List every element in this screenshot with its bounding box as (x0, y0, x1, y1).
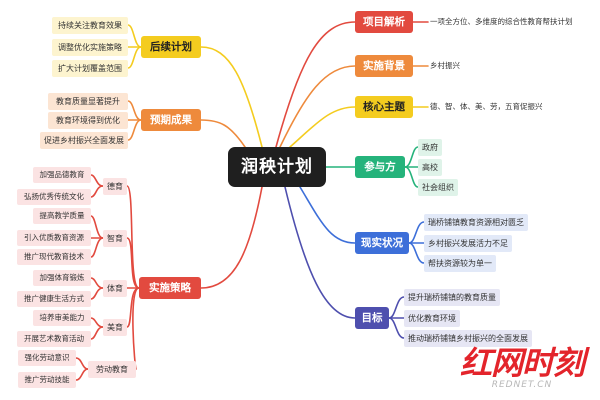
link-project (275, 21, 356, 148)
node-goals[interactable]: 目标 (355, 307, 389, 329)
logo-text: 红网时刻 (459, 344, 585, 382)
followup-item[interactable]: 调整优化实施策略 (52, 39, 128, 56)
strategy-item[interactable]: 加强品德教育 (33, 167, 91, 183)
strategy-item[interactable]: 推广健康生活方式 (17, 291, 91, 307)
node-status[interactable]: 现实状况 (355, 232, 409, 254)
strategy-item[interactable]: 提高教学质量 (33, 208, 91, 224)
participant-item[interactable]: 政府 (418, 139, 442, 156)
strategy-category[interactable]: 美育 (103, 319, 127, 336)
strategy-item[interactable]: 强化劳动意识 (18, 350, 76, 366)
link-background (279, 65, 356, 148)
note-background: 乡村振兴 (430, 61, 460, 71)
link-results (200, 119, 246, 148)
strategy-category[interactable]: 劳动教育 (88, 361, 136, 378)
results-item[interactable]: 教育质量显著提升 (48, 93, 128, 110)
strategy-category[interactable]: 体育 (103, 280, 127, 297)
strategy-item[interactable]: 弘扬优秀传统文化 (17, 189, 91, 205)
results-item[interactable]: 促进乡村振兴全面发展 (40, 132, 128, 149)
participant-item[interactable]: 社会组织 (418, 179, 458, 196)
followup-item[interactable]: 扩大计划覆盖范围 (52, 60, 128, 77)
node-participants[interactable]: 参与方 (355, 156, 405, 178)
results-item[interactable]: 教育环境得到优化 (48, 112, 128, 129)
node-theme[interactable]: 核心主题 (355, 96, 413, 118)
participant-item[interactable]: 高校 (418, 159, 442, 176)
status-item[interactable]: 帮扶资源较为单一 (424, 255, 496, 272)
node-results[interactable]: 预期成果 (141, 109, 201, 131)
strategy-item[interactable]: 开展艺术教育活动 (17, 331, 91, 347)
link-strategy (200, 186, 263, 289)
node-strategy[interactable]: 实施策略 (139, 277, 201, 299)
strategy-item[interactable]: 引入优质教育资源 (17, 230, 91, 246)
link-theme (289, 106, 356, 148)
strategy-item[interactable]: 推广现代教育技术 (17, 249, 91, 265)
link-goals (284, 186, 356, 319)
goal-item[interactable]: 优化教育环境 (404, 310, 460, 327)
strategy-item[interactable]: 培养审美能力 (33, 310, 91, 326)
rednet-logo: 红网时刻 REDNET.CN (452, 338, 592, 396)
goal-item[interactable]: 提升瑞桥铺镇的教育质量 (404, 289, 500, 306)
node-project[interactable]: 项目解析 (355, 11, 413, 33)
strategy-item[interactable]: 加强体育锻炼 (33, 270, 91, 286)
logo-subtext: REDNET.CN (491, 380, 553, 390)
goal-item[interactable]: 推动瑞桥铺镇乡村振兴的全面发展 (404, 330, 532, 347)
note-theme: 德、智、体、美、劳，五育促振兴 (430, 102, 543, 112)
strategy-category[interactable]: 智育 (103, 230, 127, 247)
node-followup[interactable]: 后续计划 (141, 36, 201, 58)
strategy-item[interactable]: 推广劳动技能 (18, 372, 76, 388)
link-followup (200, 46, 263, 148)
node-background[interactable]: 实施背景 (355, 55, 413, 77)
followup-item[interactable]: 持续关注教育效果 (52, 17, 128, 34)
status-item[interactable]: 瑞桥铺镇教育资源相对匮乏 (424, 214, 528, 231)
status-item[interactable]: 乡村振兴发展活力不足 (424, 235, 512, 252)
note-project: 一项全方位、多维度的综合性教育帮扶计划 (430, 17, 573, 27)
strategy-category[interactable]: 德育 (103, 178, 127, 195)
center-node[interactable]: 润秧计划 (228, 147, 326, 187)
link-status (299, 186, 356, 244)
